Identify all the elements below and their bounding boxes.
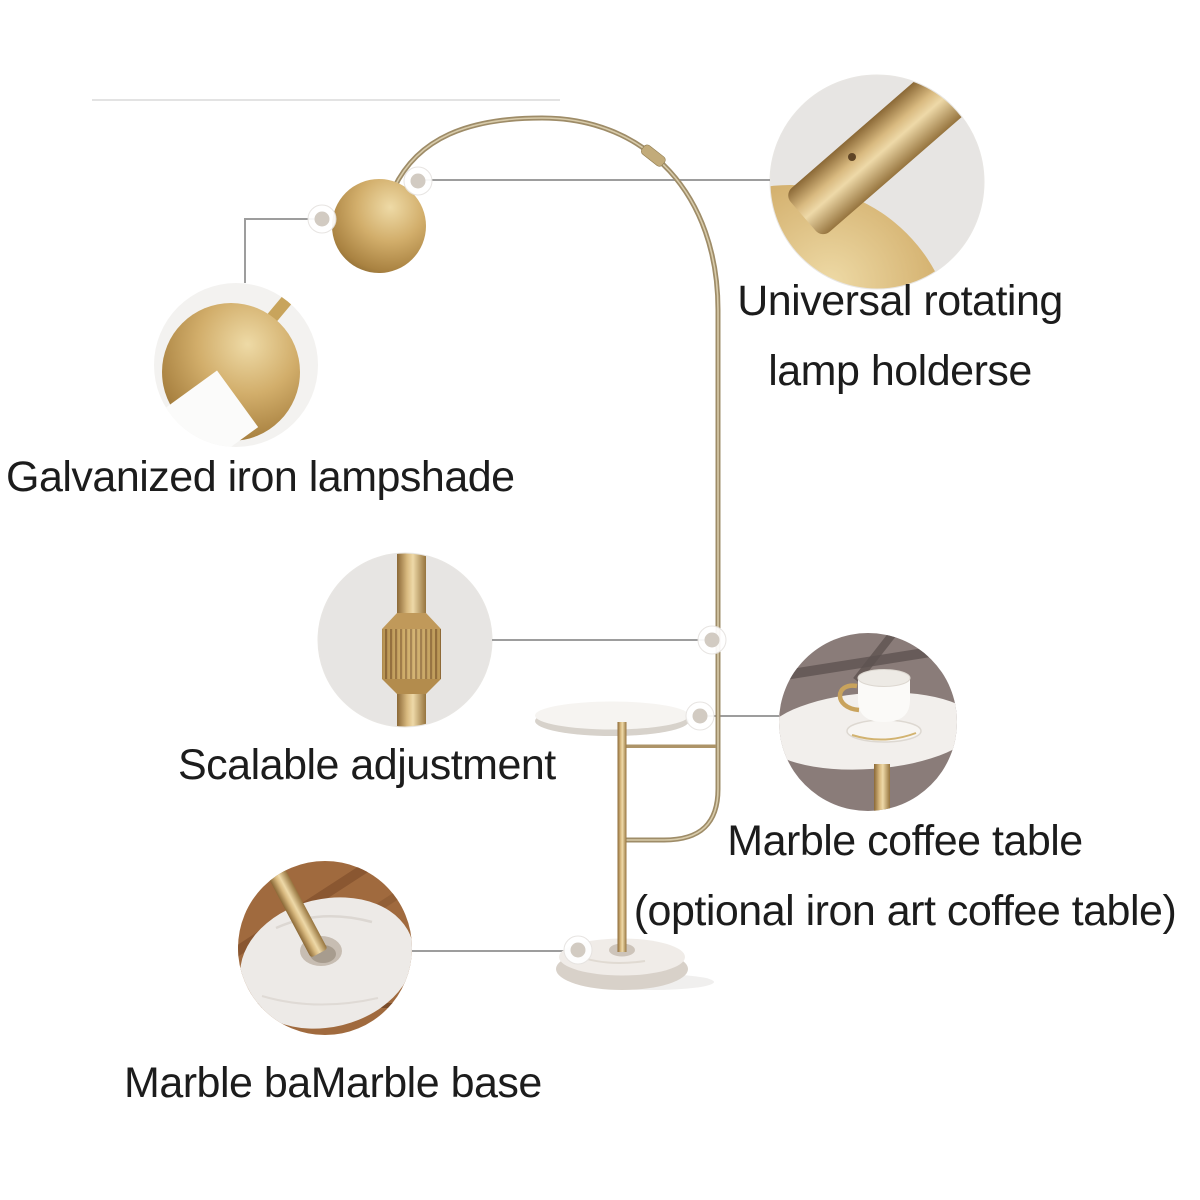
tray-table-top bbox=[535, 701, 689, 730]
closeup-lamp-holder-photo bbox=[770, 75, 984, 289]
callout-lines bbox=[244, 179, 779, 952]
callout-markers bbox=[307, 166, 727, 965]
label-universal-rotating-lamp-holder: Universal rotating lamp holderse bbox=[700, 266, 1100, 406]
center-pole bbox=[617, 722, 627, 952]
label-line: Universal rotating bbox=[737, 277, 1063, 325]
coffee-cup bbox=[858, 678, 910, 722]
marker-coffee-table bbox=[685, 701, 715, 731]
marker-lampshade bbox=[307, 204, 337, 234]
support-bar bbox=[624, 744, 716, 748]
arch-joint-sleeve bbox=[640, 144, 666, 167]
label-line: Marble coffee table bbox=[727, 817, 1083, 865]
marker-base bbox=[563, 935, 593, 965]
closeup-lampshade-photo bbox=[154, 283, 318, 447]
label-scalable-adjustment: Scalable adjustment bbox=[178, 741, 556, 789]
marker-lamp-holder bbox=[403, 166, 433, 196]
label-marble-base: Marble baMarble base bbox=[124, 1059, 542, 1107]
lampshade-ball bbox=[332, 179, 426, 273]
callout-line-lampshade bbox=[244, 218, 322, 283]
marker-adjustment bbox=[697, 625, 727, 655]
label-galvanized-iron-lampshade: Galvanized iron lampshade bbox=[6, 453, 515, 501]
label-marble-coffee-table: Marble coffee table (optional iron art c… bbox=[605, 806, 1200, 946]
closeup-marble-base-photo bbox=[238, 861, 412, 1035]
closeup-circle-edge bbox=[769, 74, 985, 290]
closeup-adjustment-pole-photo bbox=[318, 553, 492, 727]
closeup-coffee-table-photo bbox=[779, 633, 957, 811]
label-line: lamp holderse bbox=[768, 347, 1032, 395]
cup-gold-handle bbox=[837, 683, 860, 713]
label-line: (optional iron art coffee table) bbox=[633, 887, 1177, 935]
